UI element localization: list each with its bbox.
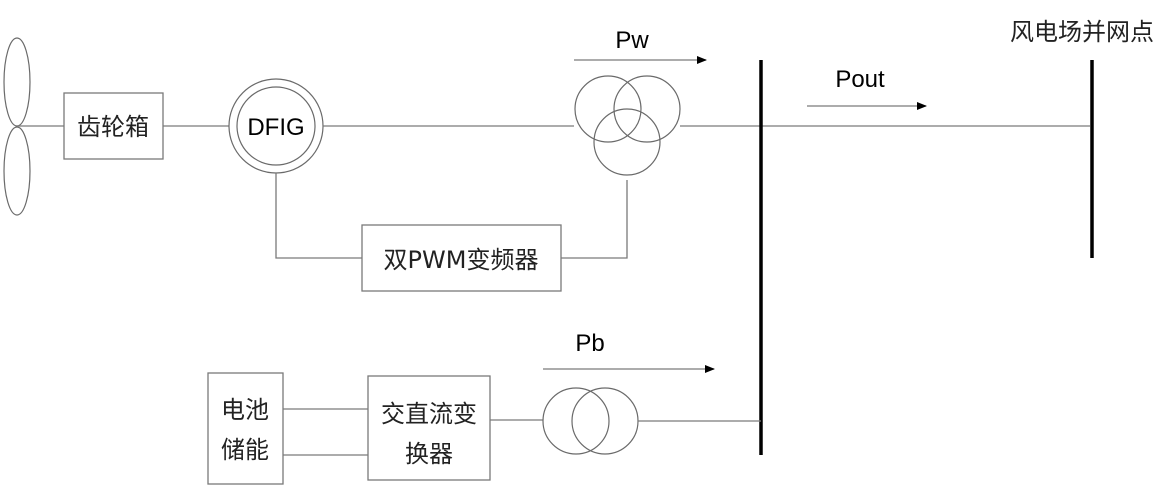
acdc-converter-box [367, 375, 491, 481]
pb-label: Pb [575, 330, 604, 357]
grid-point-label: 风电场并网点 [1010, 18, 1154, 46]
dfig-label: DFIG [247, 114, 304, 141]
two-winding-transformer-icon [542, 387, 639, 455]
converter-wire [561, 180, 628, 259]
battery-label-line2: 储能 [221, 436, 269, 464]
rotor-wire [275, 173, 362, 259]
pwm-converter-label: 双PWM变频器 [384, 246, 539, 274]
acdc-label-line2: 换器 [405, 440, 453, 468]
pw-label: Pw [615, 27, 649, 54]
pout-label: Pout [835, 66, 885, 93]
battery-storage-box [207, 372, 284, 485]
three-winding-transformer-icon [574, 75, 681, 176]
gearbox-box [63, 92, 164, 160]
gearbox-label: 齿轮箱 [77, 113, 149, 141]
acdc-label-line1: 交直流变 [381, 400, 477, 428]
pwm-converter-box [361, 224, 562, 292]
battery-label-line1: 电池 [221, 396, 269, 424]
